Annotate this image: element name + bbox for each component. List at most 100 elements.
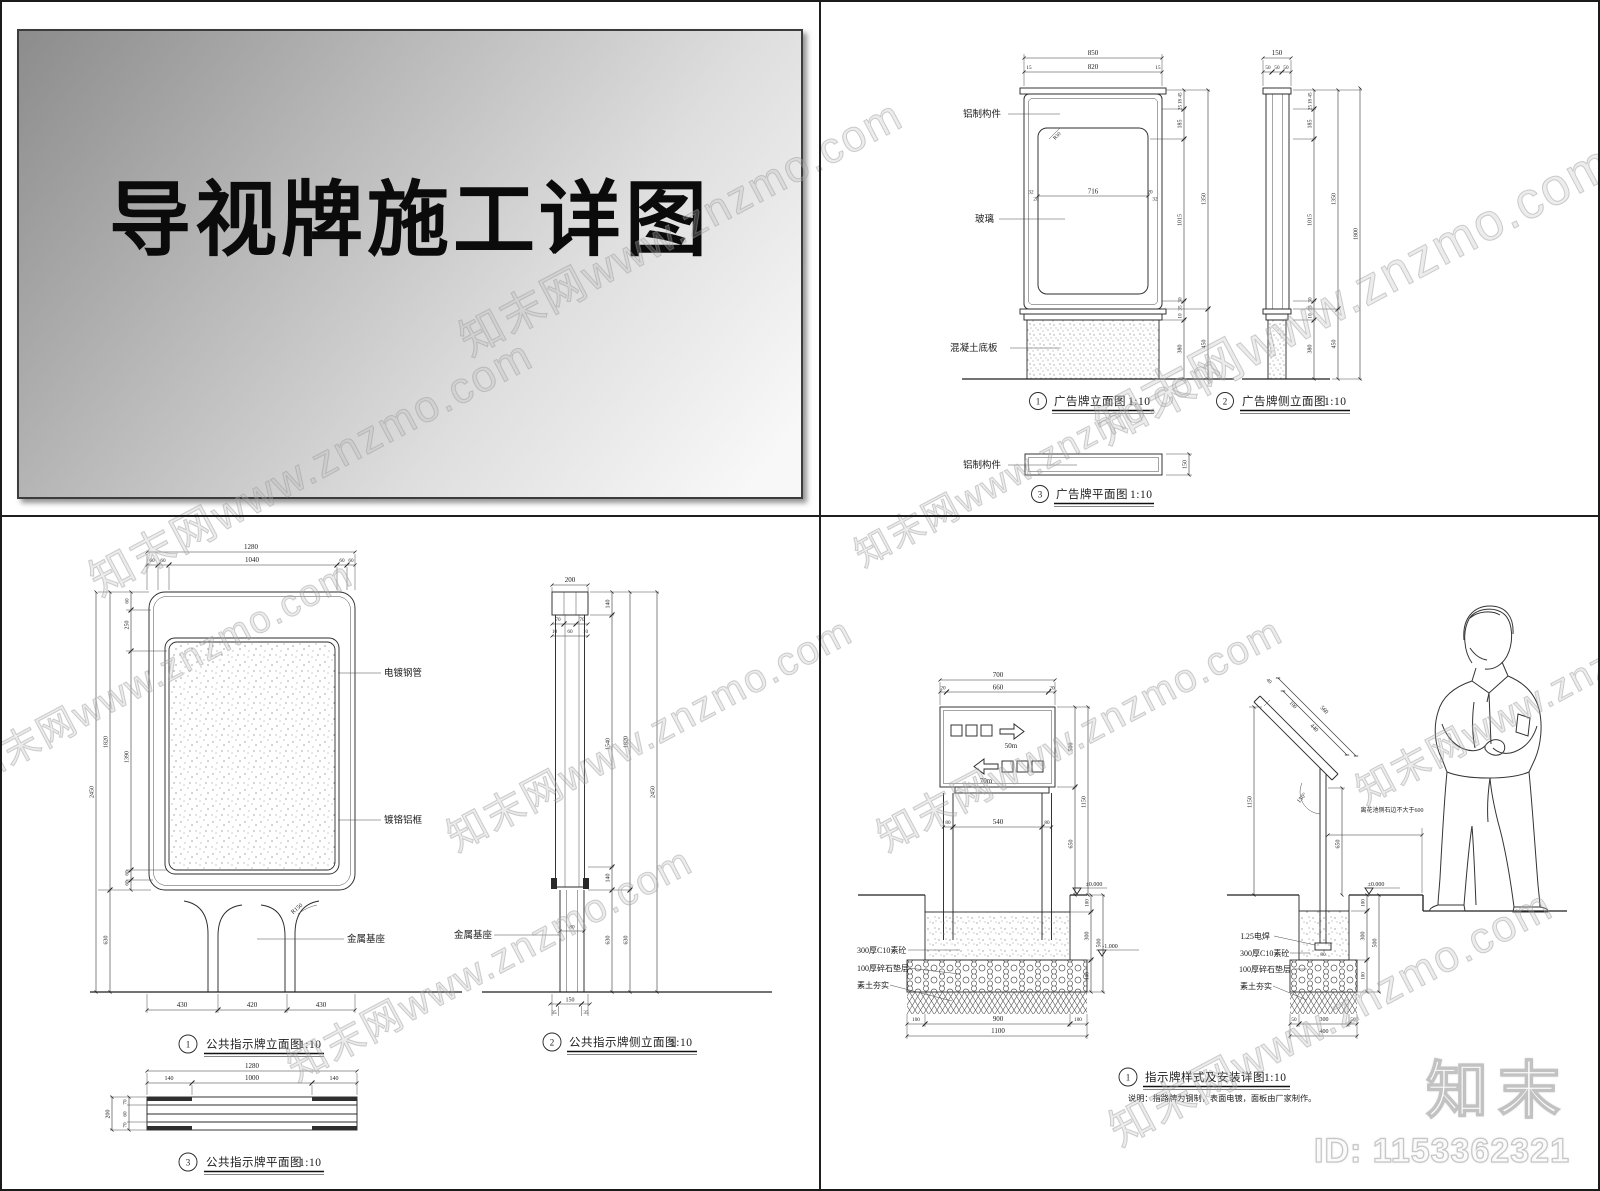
dim-label: 630 [624, 936, 630, 945]
dim-label: 10 [1178, 313, 1184, 319]
dim-label: 650 [1336, 840, 1342, 849]
dim-label: 1040 [245, 556, 260, 564]
dim-label: 300 [1320, 1017, 1329, 1023]
dim-label: 50 [1283, 65, 1289, 71]
dim-label: 45 [1178, 92, 1184, 98]
part-label: 300厚C10素砼 [1240, 948, 1289, 958]
view-title-text: 广告牌立面图 [1054, 394, 1126, 408]
dim-label: 100 [1361, 972, 1367, 980]
angle-label: 150° [1296, 791, 1309, 805]
dim-label: 35 [583, 1010, 589, 1016]
view-title-text: 公共指示牌立面图 [206, 1037, 302, 1051]
view-title-text: 指示牌样式及安装详图 [1145, 1070, 1265, 1084]
part-label: 300厚C10素砼 [857, 945, 906, 955]
dim-label: 60 [123, 1111, 129, 1117]
dim-label: 25 [1178, 105, 1184, 111]
dim-label: 15 [1155, 65, 1161, 71]
dim-label: 20 [1033, 197, 1039, 203]
dim-label: 850 [1088, 49, 1099, 57]
part-label: 电镀钢管 [384, 667, 422, 679]
dim-label: 140 [330, 1076, 339, 1082]
dim-label: 60 [125, 870, 131, 876]
dim-label: 150 [1183, 460, 1189, 469]
view-title-text: 广告牌平面图 [1056, 487, 1128, 501]
dim-label: 30 [1308, 297, 1314, 303]
compacted-soil [1290, 992, 1357, 1014]
cover-title-panel: 导视牌施工详图 [17, 29, 803, 499]
view-title: 3 公共指示牌平面图 1:10 [178, 1152, 324, 1175]
ad-sign-drawings: 850 15 820 15 R30 716 32 20 20 32 45 18 … [950, 49, 1362, 507]
dim-label: 1390 [125, 751, 131, 763]
dim-label: 2450 [90, 786, 96, 798]
dim-label: 30 [1178, 297, 1184, 303]
part-label: 100厚碎石垫层 [857, 963, 909, 973]
arrow-right-icon [999, 723, 1025, 740]
part-label: 素土夯实 [857, 980, 889, 990]
dim-label: 420 [247, 1001, 258, 1009]
dim-label: 15 [1026, 65, 1032, 71]
dim-label: 60 [567, 629, 573, 635]
dim-label: 45 [1308, 92, 1314, 98]
compacted-soil [907, 992, 1087, 1014]
dim-label: 18 [1308, 99, 1314, 105]
dim-label: 1280 [245, 1062, 260, 1070]
sign-face: 50m 70m [950, 723, 1044, 785]
dim-label: 430 [316, 1001, 327, 1009]
dim-label: 60 [125, 880, 131, 886]
concrete-base [1267, 319, 1287, 380]
level-label: ±0.000 [1086, 882, 1103, 888]
dim-label: 80 [1044, 820, 1050, 826]
public-side-elevation: 200 70 70 10 60 10 金属基座 80 [454, 576, 772, 1055]
view-scale: 1:10 [1130, 489, 1152, 501]
part-label: 铝制构件 [963, 108, 1002, 120]
guide-sign-drawings: 700 20 660 20 50m 70m 80 [857, 605, 1567, 1103]
part-label: 玻璃 [975, 213, 994, 225]
dim-label: 100 [912, 1017, 920, 1023]
concrete-footing [924, 911, 1071, 961]
view-scale: 1:10 [299, 1039, 321, 1051]
dim-label: 430 [177, 1001, 188, 1009]
dim-label: 1150 [1248, 796, 1254, 808]
dim-label: 25 [1308, 105, 1314, 111]
dim-label: 70 [123, 1122, 129, 1128]
view-number-badge: 3 [186, 1158, 191, 1168]
view-title: 1 广告牌立面图 1:10 [1029, 392, 1154, 414]
radius-label: R30 [1052, 131, 1063, 142]
public-sign-drawings: 1280 60 60 1040 60 60 R150 [90, 543, 772, 1175]
dim-label: 35 [1178, 305, 1184, 311]
concrete-base [1026, 319, 1160, 380]
dim-label: 440 [1308, 723, 1319, 734]
dim-label: 1150 [1082, 796, 1088, 808]
dim-label: 500 [1373, 939, 1379, 948]
dim-label: 35 [551, 1010, 557, 1016]
dim-label: 10 [552, 629, 558, 635]
distance-label: 50m [1005, 742, 1018, 750]
dim-label: 50 [1265, 65, 1271, 71]
view-title: 2 公共指示牌侧立面图 1:10 [542, 1032, 697, 1055]
dim-label: 80 [569, 925, 575, 931]
part-label: 金属基座 [454, 929, 493, 941]
dim-label: 10 [583, 629, 589, 635]
view-number-badge: 1 [1036, 397, 1041, 407]
dim-label: 200 [565, 576, 576, 584]
dim-label: 660 [993, 684, 1004, 692]
dim-label: 20 [940, 686, 946, 692]
view-scale: 1:10 [1324, 396, 1346, 408]
dim-label: 1800 [1354, 228, 1360, 240]
view-scale: 1:10 [1128, 396, 1150, 408]
dim-label: 700 [993, 671, 1004, 679]
dim-label: 200 [106, 1110, 112, 1119]
dim-label: 900 [993, 1015, 1004, 1023]
dim-label: 60 [160, 558, 166, 564]
part-label: 镀铬铝框 [384, 814, 423, 826]
level-label: -1.000 [1102, 944, 1118, 950]
dim-label: 1540 [606, 738, 612, 750]
drawing-note: 说明：指路牌为钢制，表面电镀，面板由厂家制作。 [1128, 1093, 1316, 1103]
dim-label: 60 [348, 558, 354, 564]
view-number-badge: 2 [550, 1038, 555, 1048]
dim-label: 2450 [651, 786, 657, 798]
dim-label: 150 [566, 998, 575, 1004]
guide-front-elevation: 700 20 660 20 50m 70m 80 [857, 671, 1139, 1039]
dim-label: 35 [1308, 305, 1314, 311]
dim-label: 185 [1308, 120, 1314, 129]
